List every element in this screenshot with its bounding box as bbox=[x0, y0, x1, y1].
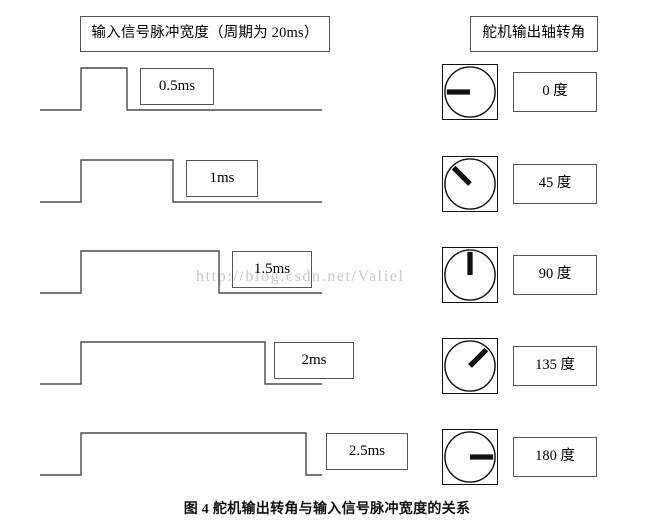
pulse-waveform-path bbox=[40, 67, 322, 111]
pulse-waveform-1 bbox=[40, 159, 322, 203]
header-box-output-shaft-angle: 舵机输出轴转角 bbox=[470, 16, 598, 52]
needle-up-right bbox=[468, 347, 489, 368]
pulse-waveform-path bbox=[40, 341, 322, 385]
pulse-waveform-path bbox=[40, 432, 322, 476]
waveform-row: 2ms 135 度 bbox=[0, 332, 654, 424]
servo-dial-graphic bbox=[444, 249, 496, 301]
output-angle-label: 180 度 bbox=[513, 437, 597, 477]
pulse-width-label: 1ms bbox=[186, 160, 258, 197]
pulse-waveform-path bbox=[40, 159, 322, 203]
pulse-width-label: 2.5ms bbox=[326, 433, 408, 470]
output-angle-label: 0 度 bbox=[513, 72, 597, 112]
pulse-waveform-4 bbox=[40, 432, 322, 476]
servo-dial-graphic bbox=[444, 158, 496, 210]
pulse-waveform-3 bbox=[40, 341, 322, 385]
pulse-waveform-0 bbox=[40, 67, 322, 111]
waveform-row: 2.5ms 180 度 bbox=[0, 423, 654, 515]
pulse-width-label: 2ms bbox=[274, 342, 354, 379]
pulse-width-label: 0.5ms bbox=[140, 68, 214, 105]
servo-dial bbox=[442, 247, 498, 303]
waveform-row: 1ms 45 度 bbox=[0, 150, 654, 242]
pulse-waveform-path bbox=[40, 250, 322, 294]
output-angle-label: 135 度 bbox=[513, 346, 597, 386]
pulse-width-label: 1.5ms bbox=[232, 251, 312, 288]
waveform-row: 0.5ms 0 度 bbox=[0, 58, 654, 150]
needle-up-left bbox=[451, 165, 472, 186]
servo-dial bbox=[442, 338, 498, 394]
servo-dial-graphic bbox=[444, 66, 496, 118]
output-angle-label: 45 度 bbox=[513, 164, 597, 204]
header-box-input-pulse-width: 输入信号脉冲宽度（周期为 20ms） bbox=[80, 16, 330, 52]
waveform-row: 1.5ms 90 度 bbox=[0, 241, 654, 333]
pulse-waveform-2 bbox=[40, 250, 322, 294]
output-angle-label: 90 度 bbox=[513, 255, 597, 295]
figure-caption: 图 4 舵机输出转角与输入信号脉冲宽度的关系 bbox=[183, 502, 471, 517]
servo-dial bbox=[442, 156, 498, 212]
servo-dial bbox=[442, 64, 498, 120]
servo-dial-graphic bbox=[444, 340, 496, 392]
servo-dial bbox=[442, 429, 498, 485]
servo-dial-graphic bbox=[444, 431, 496, 483]
